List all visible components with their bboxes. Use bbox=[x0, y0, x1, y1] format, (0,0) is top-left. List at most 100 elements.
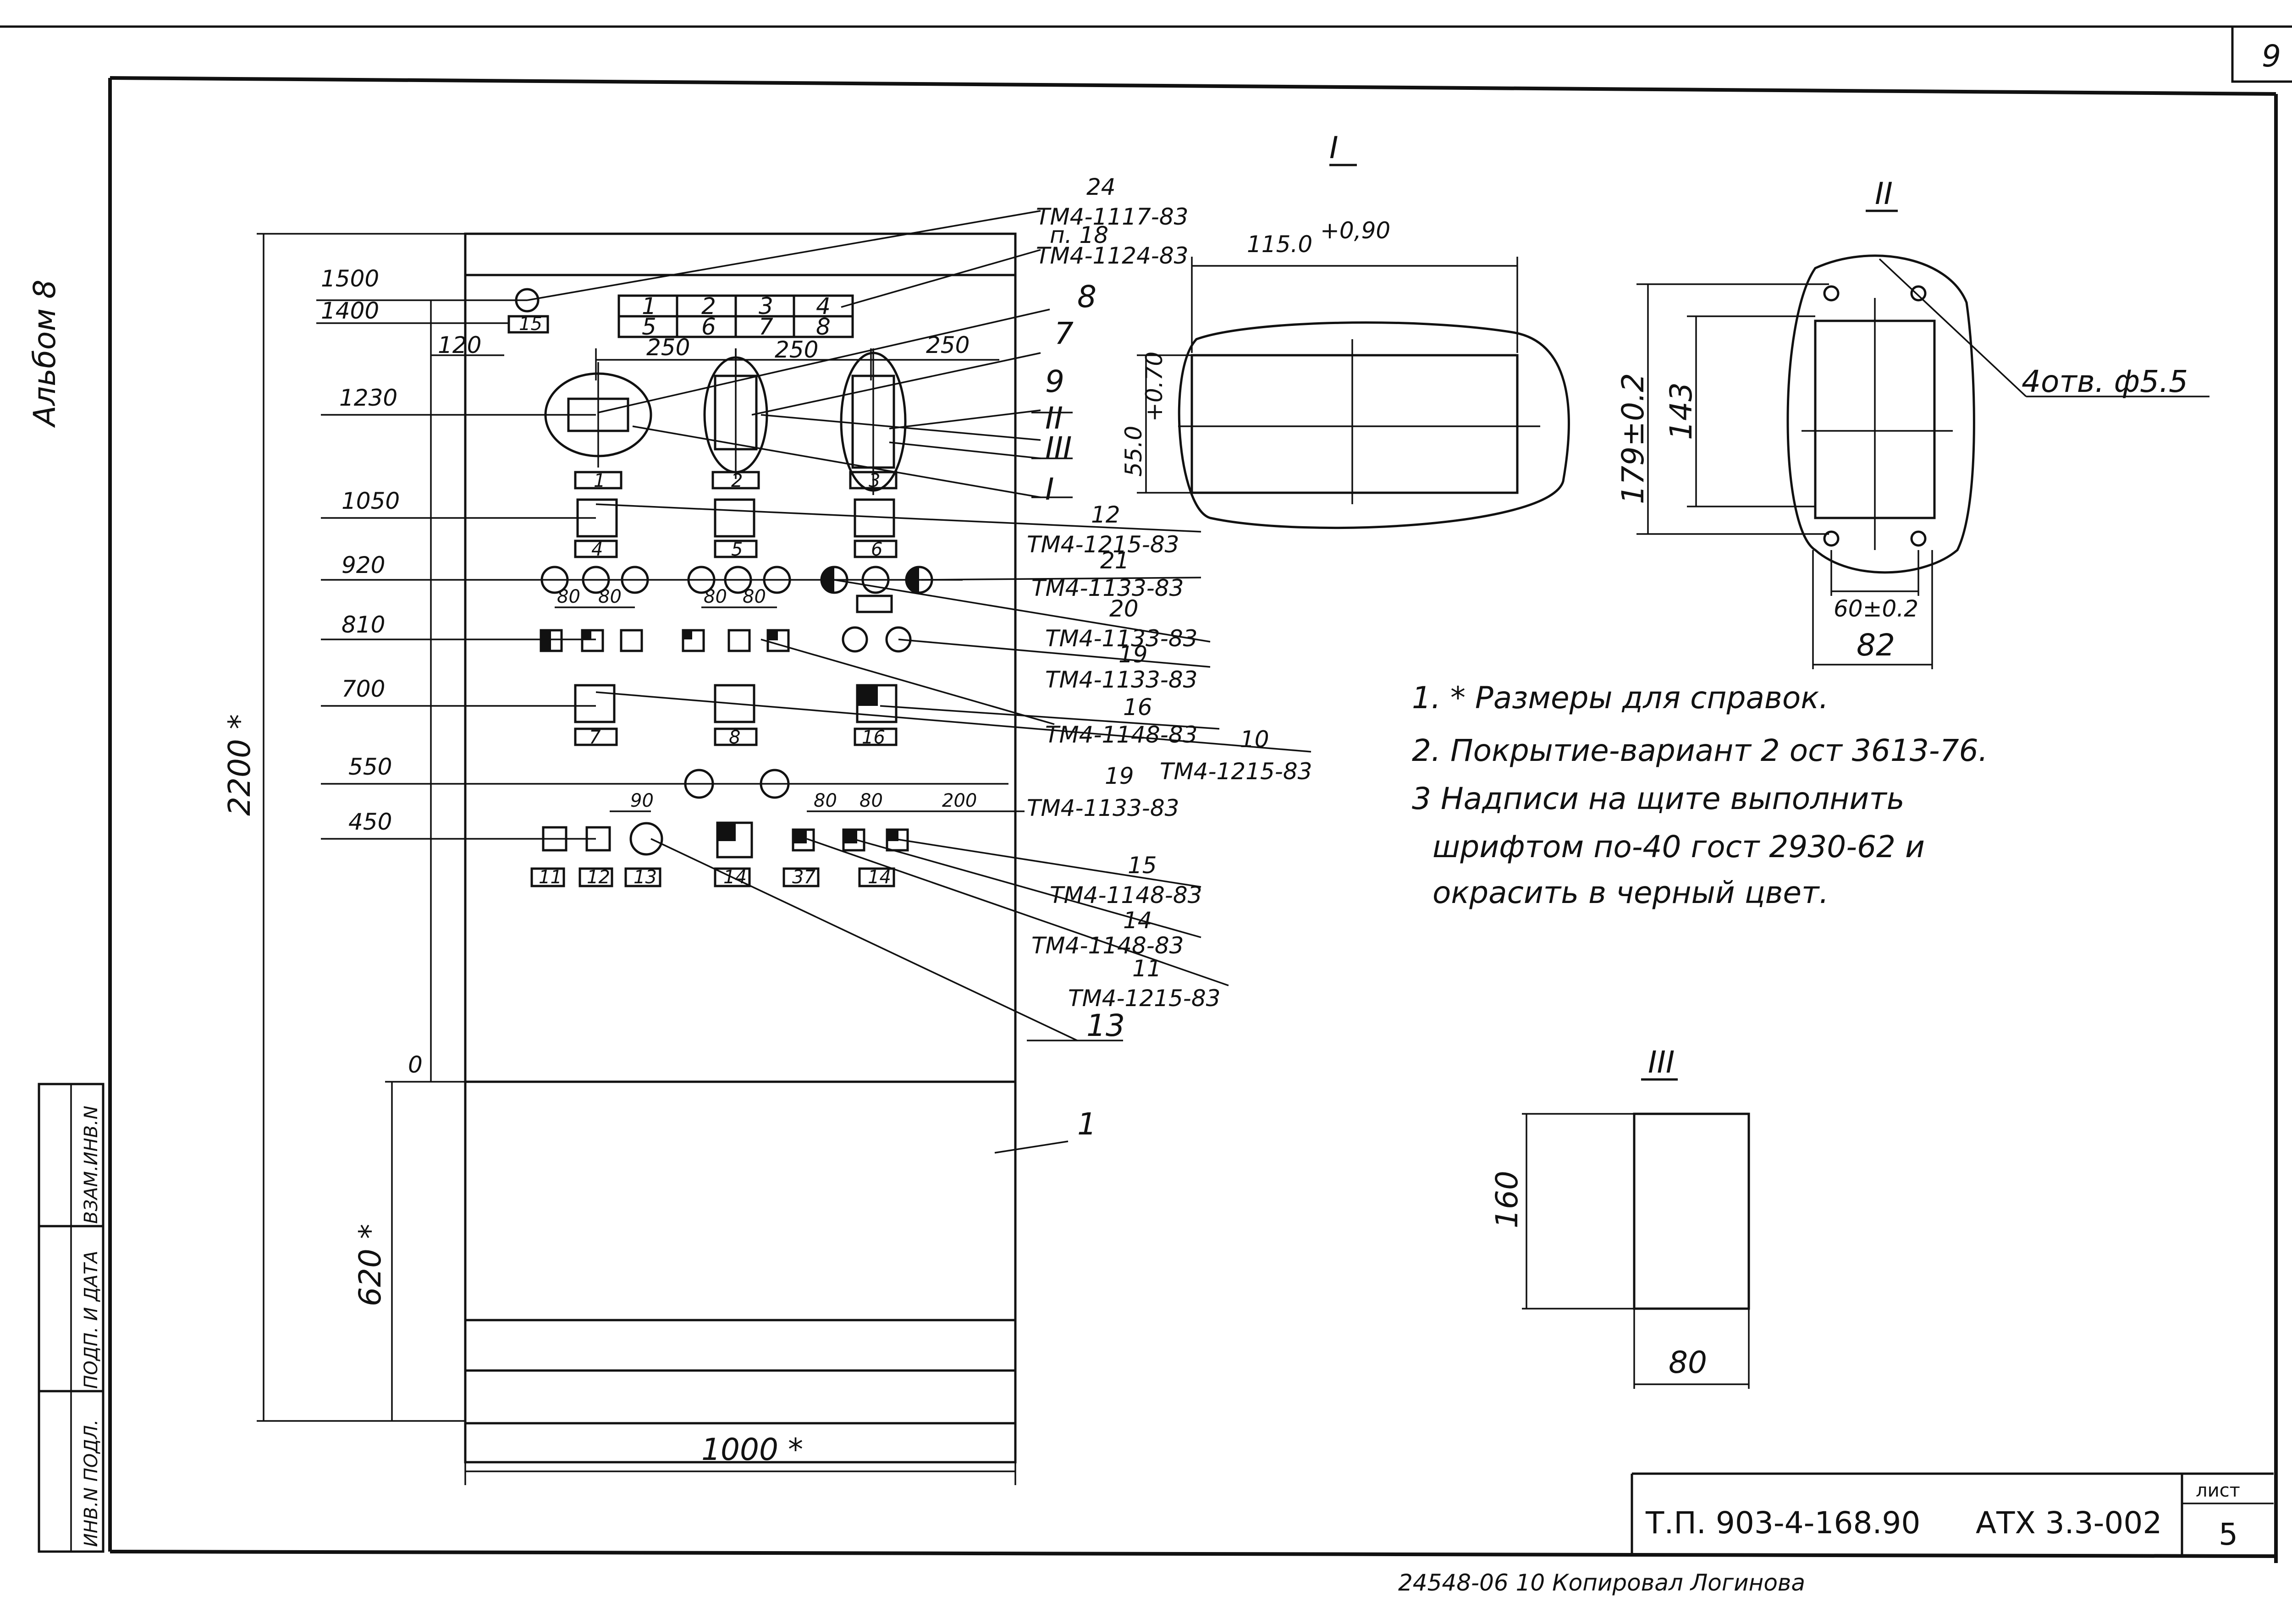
view-II-dim-inner: 143 bbox=[1664, 382, 1699, 440]
footer-copy: 24548-06 10 Копировал Логинова bbox=[1398, 1569, 1805, 1596]
cell-7: 7 bbox=[759, 314, 773, 340]
callout-18-pos: п. 18 bbox=[1050, 222, 1108, 248]
stamp-col-3: ВЗАМ.ИНВ.N bbox=[81, 1106, 102, 1224]
device-700-a bbox=[574, 684, 616, 723]
callout-leaders bbox=[527, 210, 1311, 1041]
lamp-550-a bbox=[684, 769, 714, 799]
spacing-250-b: 250 bbox=[775, 336, 818, 363]
title-code: Т.П. 903-4-168.90 bbox=[1645, 1505, 1920, 1541]
view-II-holes: 4отв. ф5.5 bbox=[2022, 364, 2188, 399]
view-II-dim-82: 82 bbox=[1857, 628, 1895, 663]
note-1: 1. * Размеры для справок. bbox=[1412, 680, 1829, 716]
callout-19b-ref: ТМ4-1133-83 bbox=[1027, 795, 1179, 821]
title-block bbox=[1631, 1472, 2274, 1556]
title-sheet: 5 bbox=[2219, 1517, 2238, 1552]
view-I-width-tol: +0,90 bbox=[1320, 217, 1390, 244]
height-0: 0 bbox=[408, 1051, 423, 1078]
height-1230: 1230 bbox=[339, 385, 397, 411]
note-3b: шрифтом по-40 гост 2930-62 и bbox=[1432, 829, 1925, 864]
item-14b: 14 bbox=[868, 867, 891, 888]
height-1050: 1050 bbox=[342, 488, 400, 514]
height-810: 810 bbox=[342, 611, 385, 638]
callout-21-ref: ТМ4-1133-83 bbox=[1031, 575, 1184, 601]
view-III-width: 80 bbox=[1669, 1345, 1707, 1380]
view-callout-7: 7 bbox=[1054, 316, 1074, 351]
cell-8: 8 bbox=[816, 314, 831, 340]
pitch-80-b: 80 bbox=[598, 586, 622, 607]
title-sheet-label: лист bbox=[2196, 1480, 2240, 1501]
device-700-b bbox=[714, 684, 755, 723]
item-3: 3 bbox=[869, 470, 880, 491]
view-callout-III: III bbox=[1045, 430, 1072, 466]
lower-height: 620 * bbox=[353, 1224, 388, 1306]
pitch-80-a: 80 bbox=[557, 586, 580, 607]
overall-width: 1000 * bbox=[701, 1432, 803, 1467]
pitch-80-e: 80 bbox=[814, 790, 837, 811]
label-plate-3 bbox=[849, 471, 898, 490]
device-1050-a bbox=[576, 498, 618, 538]
view-I-title: I bbox=[1329, 130, 1338, 165]
callout-15-pos: 15 bbox=[1128, 852, 1157, 879]
note-3a: 3 Надписи на щите выполнить bbox=[1412, 781, 1905, 816]
stamp-col-2: ПОДП. И ДАТА bbox=[81, 1251, 102, 1389]
item-4: 4 bbox=[591, 539, 603, 560]
row-450-devices bbox=[542, 821, 909, 859]
callout-21-pos: 21 bbox=[1100, 547, 1129, 574]
cell-6: 6 bbox=[701, 314, 716, 340]
view-callout-8: 8 bbox=[1077, 279, 1096, 314]
view-II-title: II bbox=[1875, 176, 1893, 211]
callout-19a-ref: ТМ4-1133-83 bbox=[1045, 666, 1197, 693]
device-1050-b bbox=[714, 498, 755, 538]
pitch-80-d: 80 bbox=[743, 586, 766, 607]
view-I-height-tol: +0.70 bbox=[1141, 352, 1168, 422]
item-16: 16 bbox=[862, 727, 885, 748]
spacing-250-a: 250 bbox=[646, 334, 690, 361]
item-5: 5 bbox=[731, 539, 743, 560]
callout-19a-pos: 19 bbox=[1118, 641, 1148, 668]
item-11: 11 bbox=[539, 867, 562, 888]
label-plate-1 bbox=[574, 471, 623, 490]
callout-14-ref: ТМ4-1148-83 bbox=[1031, 932, 1184, 959]
callout-10-pos: 10 bbox=[1240, 726, 1269, 753]
callout-20-ref: ТМ4-1133-83 bbox=[1045, 625, 1197, 652]
item-1: 1 bbox=[594, 470, 605, 491]
callout-24-pos: 24 bbox=[1086, 174, 1116, 200]
view-I-width: 115.0 bbox=[1247, 231, 1312, 258]
callout-15-ref: ТМ4-1148-83 bbox=[1050, 882, 1202, 908]
callout-14-pos: 14 bbox=[1123, 907, 1152, 934]
callout-24-ref: ТМ4-1117-83 bbox=[1036, 204, 1188, 230]
callout-16-pos: 16 bbox=[1123, 694, 1152, 721]
sheet-frame bbox=[0, 25, 2292, 1563]
pitch-80-f: 80 bbox=[860, 790, 883, 811]
view-III-title: III bbox=[1648, 1045, 1675, 1080]
row-810-switches bbox=[540, 626, 912, 653]
album-label: Альбом 8 bbox=[27, 280, 62, 428]
callout-13-pos: 13 bbox=[1086, 1008, 1125, 1043]
callout-11-ref: ТМ4-1215-83 bbox=[1068, 985, 1220, 1012]
view-II-drawing bbox=[1636, 254, 2209, 669]
cell-2: 2 bbox=[701, 293, 716, 319]
item-15: 15 bbox=[519, 314, 542, 335]
top-lamp bbox=[515, 288, 540, 313]
item-37: 37 bbox=[792, 867, 815, 888]
label-plate-15 bbox=[507, 315, 549, 334]
callout-12-pos: 12 bbox=[1091, 501, 1120, 528]
view-callout-II: II bbox=[1045, 401, 1063, 436]
callout-18-ref: ТМ4-1124-83 bbox=[1036, 242, 1188, 269]
height-450: 450 bbox=[348, 809, 392, 835]
height-lines bbox=[257, 233, 1008, 1422]
pitch-90: 90 bbox=[630, 790, 654, 811]
callout-10-ref: ТМ4-1215-83 bbox=[1160, 758, 1312, 785]
view-callout-I: I bbox=[1045, 472, 1054, 507]
callout-20-pos: 20 bbox=[1109, 595, 1139, 622]
label-plate-2 bbox=[711, 471, 760, 490]
item-8: 8 bbox=[729, 727, 740, 748]
note-3c: окрасить в черный цвет. bbox=[1432, 875, 1829, 910]
lamp-550-b bbox=[760, 769, 790, 799]
panel-outline bbox=[464, 232, 1017, 1464]
sheet-number: 9 bbox=[2262, 39, 2281, 74]
cell-4: 4 bbox=[816, 293, 831, 319]
view-III-drawing bbox=[1522, 1112, 1750, 1389]
title-doc: АТХ 3.3-002 bbox=[1976, 1505, 2162, 1541]
item-13: 13 bbox=[634, 867, 657, 888]
